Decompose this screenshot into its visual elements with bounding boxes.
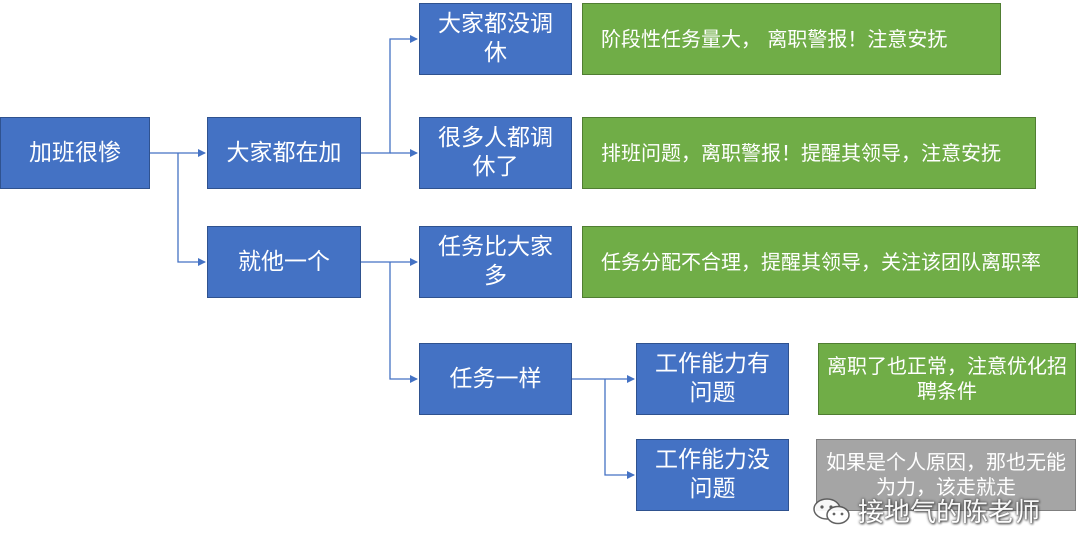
root-node: 加班很惨 xyxy=(0,117,150,189)
node-many-leave-label: 很多人都调休了 xyxy=(438,125,553,180)
result-more-tasks: 任务分配不合理，提醒其领导，关注该团队离职率 xyxy=(582,226,1078,298)
connector-only-him-same-tasks xyxy=(389,262,418,383)
result-many-leave-text: 排班问题，离职警报！提醒其领导，注意安抚 xyxy=(601,140,1001,165)
wechat-icon xyxy=(813,497,850,524)
node-same-tasks-label: 任务一样 xyxy=(449,365,542,392)
node-all-overtime: 大家都在加 xyxy=(207,117,361,189)
root-label: 加班很惨 xyxy=(29,139,121,166)
node-only-him: 就他一个 xyxy=(207,226,361,298)
watermark-text: 接地气的陈老师 xyxy=(858,498,1041,528)
result-ability-problem-text: 离职了也正常，注意优化招聘条件 xyxy=(827,354,1067,403)
node-only-him-label: 就他一个 xyxy=(238,248,330,275)
result-ability-ok: 如果是个人原因，那也无能为力，该走就走 xyxy=(816,439,1076,511)
result-ability-ok-text: 如果是个人原因，那也无能为力，该走就走 xyxy=(826,450,1066,499)
node-no-leave-label: 大家都没调休 xyxy=(438,11,553,66)
result-no-leave-text: 阶段性任务量大， 离职警报！注意安抚 xyxy=(601,26,948,51)
node-ability-problem-label: 工作能力有问题 xyxy=(655,351,770,406)
connector-same-tasks-ability-ok xyxy=(604,379,635,479)
node-many-leave: 很多人都调休了 xyxy=(419,117,572,189)
node-all-overtime-label: 大家都在加 xyxy=(226,139,342,166)
connector-root-only-him xyxy=(177,153,206,266)
result-ability-problem: 离职了也正常，注意优化招聘条件 xyxy=(818,343,1076,415)
node-ability-problem: 工作能力有问题 xyxy=(636,343,789,415)
node-ability-ok: 工作能力没问题 xyxy=(636,439,789,511)
result-more-tasks-text: 任务分配不合理，提醒其领导，关注该团队离职率 xyxy=(601,249,1041,274)
node-same-tasks: 任务一样 xyxy=(419,343,572,415)
node-no-leave: 大家都没调休 xyxy=(419,3,572,75)
watermark: 接地气的陈老师 xyxy=(812,492,1040,529)
result-many-leave: 排班问题，离职警报！提醒其领导，注意安抚 xyxy=(582,117,1036,189)
node-ability-ok-label: 工作能力没问题 xyxy=(655,447,770,502)
connector-all-overtime-no-leave xyxy=(361,35,418,154)
node-more-tasks-label: 任务比大家多 xyxy=(438,234,553,289)
node-more-tasks: 任务比大家多 xyxy=(419,226,572,298)
result-no-leave: 阶段性任务量大， 离职警报！注意安抚 xyxy=(582,3,1001,75)
